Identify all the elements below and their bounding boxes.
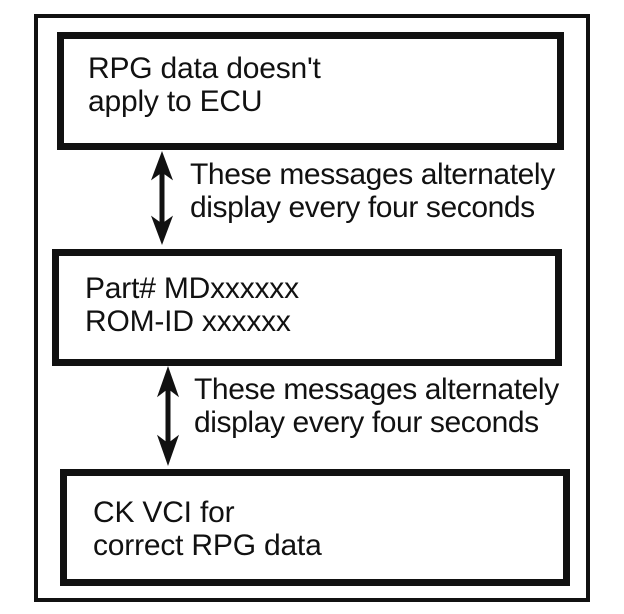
double-vertical-arrow-icon [153, 366, 183, 466]
note-line-1: These messages alternately [190, 158, 555, 191]
note-line-2: display every four seconds [194, 406, 539, 439]
message-box-text: RPG data doesn't apply to ECU [64, 39, 557, 118]
box-text-line-2: correct RPG data [93, 529, 322, 562]
alternating-display-note: These messages alternately display every… [194, 373, 559, 439]
box-text-line-1: CK VCI for [93, 496, 235, 529]
message-box-text: Part# MDxxxxxx ROM-ID xxxxxx [59, 256, 555, 338]
message-box-text: CK VCI for correct RPG data [67, 476, 563, 562]
diagram-outer-frame [34, 14, 590, 602]
box-text-line-1: RPG data doesn't [88, 52, 321, 85]
double-vertical-arrow-icon [147, 151, 177, 245]
box-text-line-2: apply to ECU [88, 85, 263, 118]
box-text-line-1: Part# MDxxxxxx [85, 272, 299, 305]
message-box-ck-vci: CK VCI for correct RPG data [60, 469, 570, 586]
message-box-rpg-not-apply: RPG data doesn't apply to ECU [57, 32, 564, 150]
note-line-2: display every four seconds [190, 191, 535, 224]
alternating-display-note: These messages alternately display every… [190, 158, 555, 224]
message-box-part-number: Part# MDxxxxxx ROM-ID xxxxxx [52, 249, 562, 366]
note-line-1: These messages alternately [194, 373, 559, 406]
box-text-line-2: ROM-ID xxxxxx [85, 305, 291, 338]
